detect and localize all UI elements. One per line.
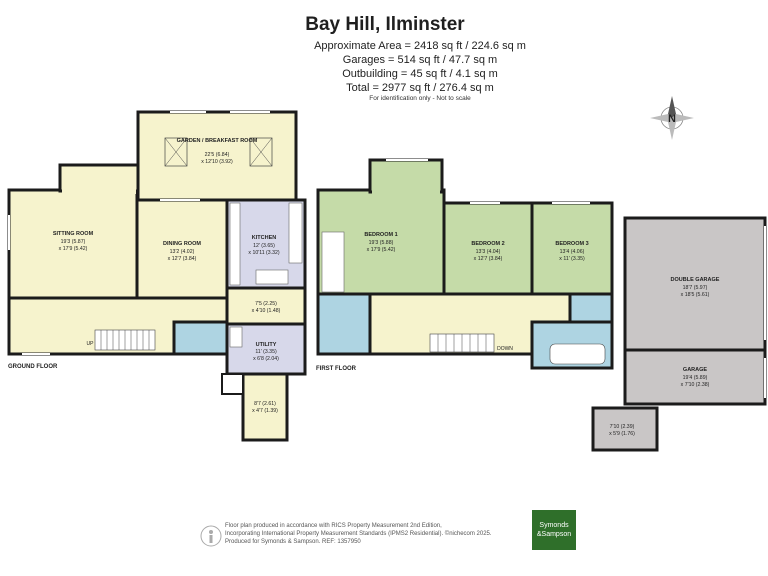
footer-line: Floor plan produced in accordance with R… xyxy=(225,523,442,529)
room-dimension: x 12'10 (3.92) xyxy=(201,159,233,165)
room-dimension: 7'10 (2.39) xyxy=(610,424,635,430)
room-dimension: x 17'9 (5.42) xyxy=(59,246,88,252)
room-dimension: 22'5 (6.84) xyxy=(205,152,230,158)
room-dimension: 13'4 (4.06) xyxy=(560,249,585,255)
footer-text: Floor plan produced in accordance with R… xyxy=(225,522,492,546)
logo-line: Symonds xyxy=(539,522,569,529)
room-dimension: 13'2 (4.02) xyxy=(170,249,195,255)
stairs-icon xyxy=(429,333,495,353)
room-dimension: 12' (3.65) xyxy=(253,243,275,249)
room-dimension: x 4'7 (1.39) xyxy=(252,408,278,414)
room-dimension: x 18'5 (5.61) xyxy=(681,292,710,298)
garages-plan xyxy=(591,216,767,452)
stairs-down-label: DOWN xyxy=(497,346,513,352)
room-dining xyxy=(135,198,229,300)
footer-line: Incorporating International Property Mea… xyxy=(225,531,492,537)
room-dimension: x 17'9 (5.42) xyxy=(367,247,396,253)
first-floor-plan xyxy=(316,158,614,370)
area-line: Total = 2977 sq ft / 276.4 sq m xyxy=(346,82,494,94)
agent-logo: Symonds &Sampson xyxy=(532,510,576,550)
room-label: DOUBLE GARAGE xyxy=(671,277,720,283)
room-dimension: 19'4 (5.89) xyxy=(683,375,708,381)
room-label: DINING ROOM xyxy=(163,241,201,247)
room-dimension: 19'3 (5.88) xyxy=(369,240,394,246)
ground-floor-label: GROUND FLOOR xyxy=(8,364,58,370)
room-label: BEDROOM 2 xyxy=(471,241,504,247)
room-dimension: x 7'10 (2.38) xyxy=(681,382,710,388)
rooflight-icon xyxy=(249,137,273,167)
page-title: Bay Hill, Ilminster xyxy=(305,14,465,35)
footer-line: Produced for Symonds & Sampson. REF: 135… xyxy=(225,539,361,545)
area-summary: Approximate Area = 2418 sq ft / 224.6 sq… xyxy=(300,39,540,95)
room-dimension: x 12'7 (3.84) xyxy=(168,256,197,262)
room-dimension: x 6'8 (2.04) xyxy=(253,356,279,362)
stairs-icon xyxy=(94,329,156,351)
ipms-logo-icon xyxy=(200,525,222,547)
scale-note: For identification only - Not to scale xyxy=(369,95,471,102)
room-double-garage xyxy=(623,216,767,352)
room-label: UTILITY xyxy=(256,342,277,348)
room-dimension: x 5'9 (1.76) xyxy=(609,431,635,437)
room-bedroom-3 xyxy=(530,201,614,296)
room-garage xyxy=(623,348,767,406)
compass-icon xyxy=(650,96,694,140)
stairs-up-label: UP xyxy=(87,341,95,347)
room-label: SITTING ROOM xyxy=(53,231,94,237)
room-dimension: 7'5 (2.25) xyxy=(255,301,277,307)
room-dimension: x 11' (3.35) xyxy=(559,256,585,262)
room-label: GARDEN / BREAKFAST ROOM xyxy=(177,138,258,144)
room-dimension: 18'7 (5.97) xyxy=(683,285,708,291)
ground-floor-plan xyxy=(7,110,307,442)
logo-line: &Sampson xyxy=(536,531,572,538)
area-line: Garages = 514 sq ft / 47.7 sq m xyxy=(342,54,498,66)
room-label: KITCHEN xyxy=(252,235,276,241)
room-dimension: x 10'11 (3.32) xyxy=(248,250,279,256)
rooflight-icon xyxy=(164,137,188,167)
room-dimension: 13'3 (4.04) xyxy=(476,249,501,255)
room-outbuilding xyxy=(591,406,659,452)
room-label: GARAGE xyxy=(683,367,707,373)
compass-label: N xyxy=(668,113,676,125)
room-dimension: 19'3 (5.87) xyxy=(61,239,86,245)
bath-icon xyxy=(549,343,606,365)
room-dimension: 11' (3.35) xyxy=(255,349,277,355)
room-store xyxy=(241,372,289,442)
area-line: Outbuilding = 45 sq ft / 4.1 sq m xyxy=(342,68,498,80)
room-label: BEDROOM 1 xyxy=(364,232,397,238)
room-dimension: 8'7 (2.61) xyxy=(254,401,276,407)
room-wc xyxy=(172,320,229,356)
room-wc-first xyxy=(568,292,614,324)
first-floor-label: FIRST FLOOR xyxy=(316,366,357,372)
room-dimension: x 12'7 (3.84) xyxy=(474,256,503,262)
room-label: BEDROOM 3 xyxy=(555,241,588,247)
area-line: Approximate Area = 2418 sq ft / 224.6 sq… xyxy=(314,40,526,52)
room-dimension: x 4'10 (1.48) xyxy=(252,308,281,314)
room-ensuite xyxy=(316,292,372,356)
